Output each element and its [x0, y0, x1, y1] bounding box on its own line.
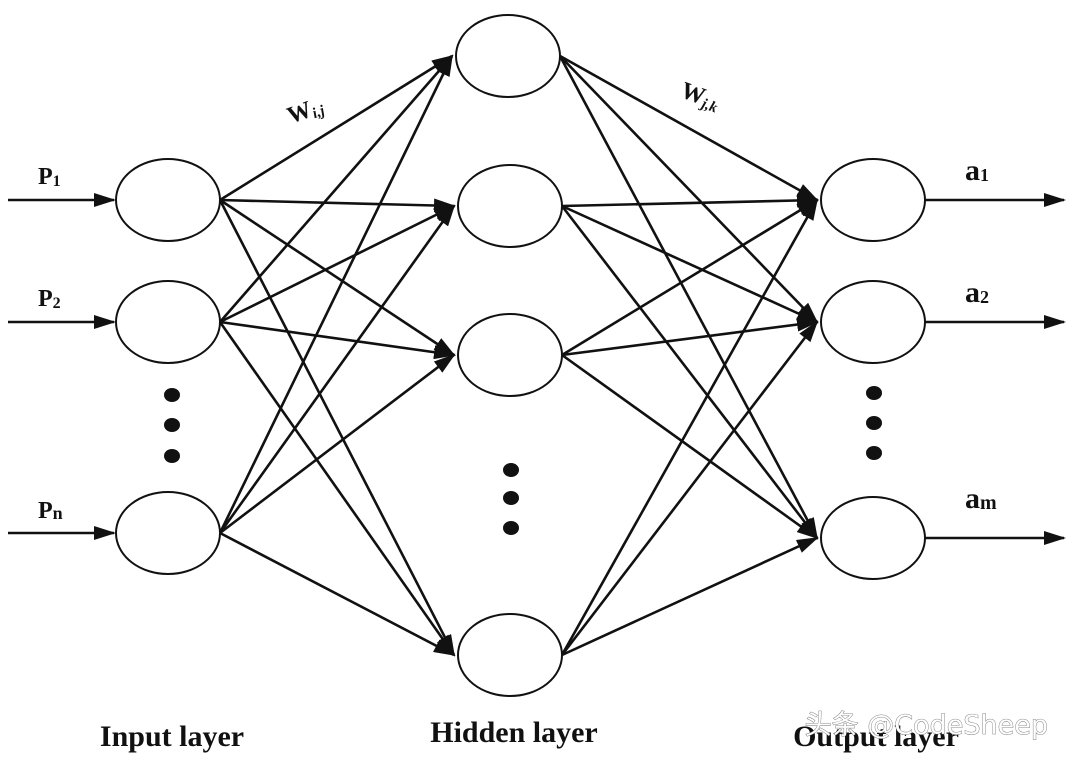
- hidden-ellipsis-dot-3: [503, 521, 519, 535]
- output-node-1: [820, 158, 926, 242]
- edge-input-2-hidden-2: [219, 204, 456, 324]
- output-label-2: a2: [965, 276, 989, 309]
- hidden-layer-title: Hidden layer: [430, 716, 598, 749]
- hidden-node-3: [457, 313, 563, 397]
- input-label-2: P2: [38, 286, 61, 312]
- watermark: 头条 @CodeSheep: [805, 710, 1048, 741]
- io-arrows: [8, 193, 1066, 545]
- edge-hidden-2-output-3: [560, 205, 819, 540]
- edge-input-3-hidden-1: [218, 54, 454, 534]
- connections: [218, 54, 819, 657]
- edge-input-3-hidden-2: [218, 204, 456, 534]
- edge-input-1-hidden-3: [219, 198, 456, 357]
- input-node-2: [115, 280, 221, 364]
- edge-hidden-2-output-1: [561, 193, 819, 208]
- ellipsis-dots: [164, 386, 882, 535]
- edge-hidden-3-output-2: [561, 317, 819, 357]
- output-ellipsis-dot-1: [866, 386, 882, 400]
- output-node-3: [820, 496, 926, 580]
- edge-input-2-hidden-4: [218, 321, 456, 657]
- nodes: [115, 14, 926, 697]
- hidden-ellipsis-dot-1: [503, 463, 519, 477]
- input-label-n: Pn: [38, 498, 63, 524]
- edge-input-3-hidden-3: [219, 353, 456, 535]
- output-label-1: a1: [965, 154, 989, 187]
- edge-hidden-2-output-2: [561, 204, 819, 324]
- weight-label-input-hidden: Wi,j: [284, 92, 328, 130]
- edge-hidden-1-output-1: [559, 54, 819, 202]
- edge-hidden-4-output-2: [560, 320, 819, 656]
- output-node-2: [820, 280, 926, 364]
- edge-hidden-3-output-1: [561, 198, 819, 357]
- input-label-1: P1: [38, 164, 61, 190]
- edge-input-2-hidden-3: [219, 320, 456, 360]
- output-label-m: am: [965, 482, 997, 515]
- edge-input-3-hidden-4: [219, 531, 456, 657]
- hidden-ellipsis-dot-2: [503, 491, 519, 505]
- edge-input-2-hidden-1: [219, 54, 454, 323]
- edge-hidden-1-output-3: [558, 55, 819, 540]
- hidden-node-1: [455, 14, 561, 98]
- output-layer-title: Output layer: [793, 720, 959, 753]
- edge-hidden-3-output-3: [561, 353, 819, 540]
- edge-input-1-hidden-4: [218, 199, 456, 657]
- hidden-node-4: [457, 613, 563, 697]
- weight-label-hidden-output: Wj,k: [677, 78, 724, 117]
- input-layer-title: Input layer: [100, 720, 244, 753]
- input-node-1: [115, 158, 221, 242]
- edge-input-1-hidden-2: [219, 198, 456, 213]
- output-ellipsis-dot-2: [866, 416, 882, 430]
- input-ellipsis-dot-1: [164, 388, 180, 402]
- output-ellipsis-dot-3: [866, 446, 882, 460]
- edge-hidden-4-output-1: [560, 198, 819, 656]
- hidden-node-2: [457, 164, 563, 248]
- input-ellipsis-dot-2: [164, 418, 180, 432]
- input-node-3: [115, 491, 221, 575]
- edge-hidden-4-output-3: [561, 536, 819, 657]
- input-ellipsis-dot-3: [164, 449, 180, 463]
- edge-input-1-hidden-1: [219, 54, 454, 202]
